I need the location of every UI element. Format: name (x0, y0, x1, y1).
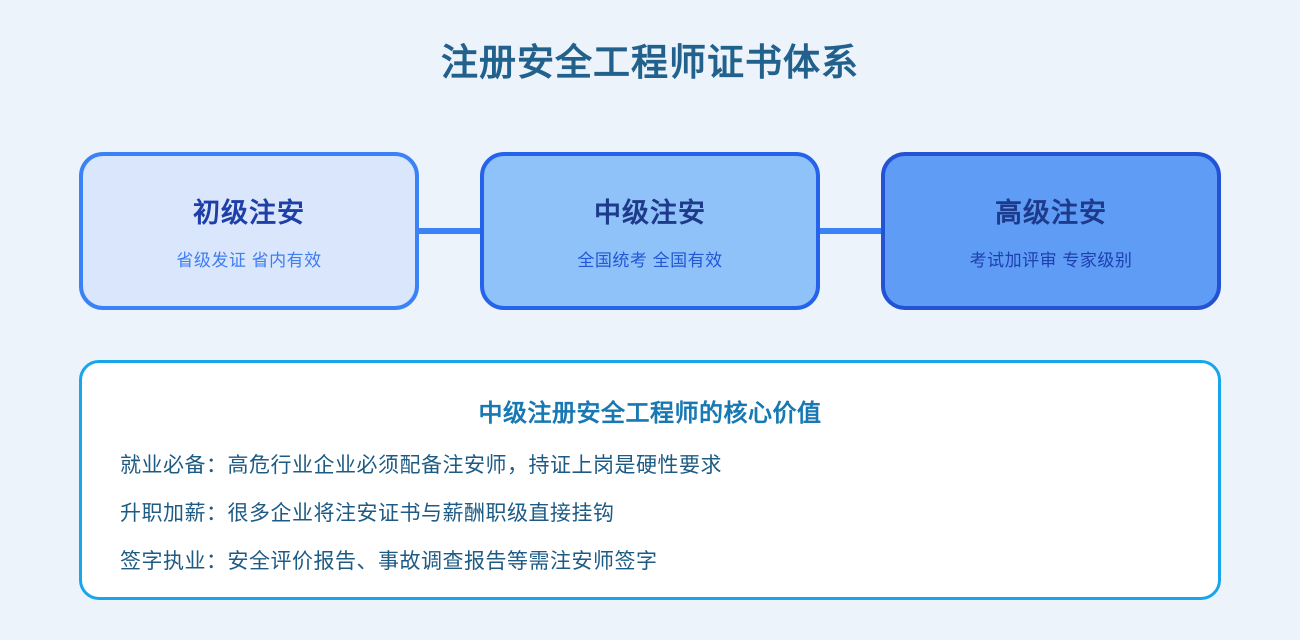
level-box-senior: 高级注安 考试加评审 专家级别 (881, 152, 1221, 310)
core-value-panel: 中级注册安全工程师的核心价值 就业必备：高危行业企业必须配备注安师，持证上岗是硬… (79, 360, 1221, 600)
connector-line-2 (820, 228, 881, 234)
certification-levels-row: 初级注安 省级发证 省内有效 中级注安 全国统考 全国有效 高级注安 考试加评审… (0, 152, 1300, 310)
level-junior-desc: 省级发证 省内有效 (176, 251, 322, 270)
level-senior-desc: 考试加评审 专家级别 (969, 251, 1133, 270)
connector-line-1 (419, 228, 480, 234)
value-item-signature: 签字执业：安全评价报告、事故调查报告等需注安师签字 (120, 550, 658, 573)
level-junior-title: 初级注安 (193, 198, 305, 228)
level-box-junior: 初级注安 省级发证 省内有效 (79, 152, 419, 310)
value-item-employment: 就业必备：高危行业企业必须配备注安师，持证上岗是硬性要求 (120, 454, 722, 477)
level-intermediate-desc: 全国统考 全国有效 (577, 251, 723, 270)
level-intermediate-title: 中级注安 (594, 198, 706, 228)
level-box-intermediate: 中级注安 全国统考 全国有效 (480, 152, 820, 310)
value-item-promotion: 升职加薪：很多企业将注安证书与薪酬职级直接挂钩 (120, 502, 615, 525)
core-value-title: 中级注册安全工程师的核心价值 (478, 400, 822, 427)
page-title: 注册安全工程师证书体系 (441, 42, 859, 83)
core-value-list: 就业必备：高危行业企业必须配备注安师，持证上岗是硬性要求 升职加薪：很多企业将注… (120, 442, 1180, 586)
level-senior-title: 高级注安 (995, 198, 1107, 228)
